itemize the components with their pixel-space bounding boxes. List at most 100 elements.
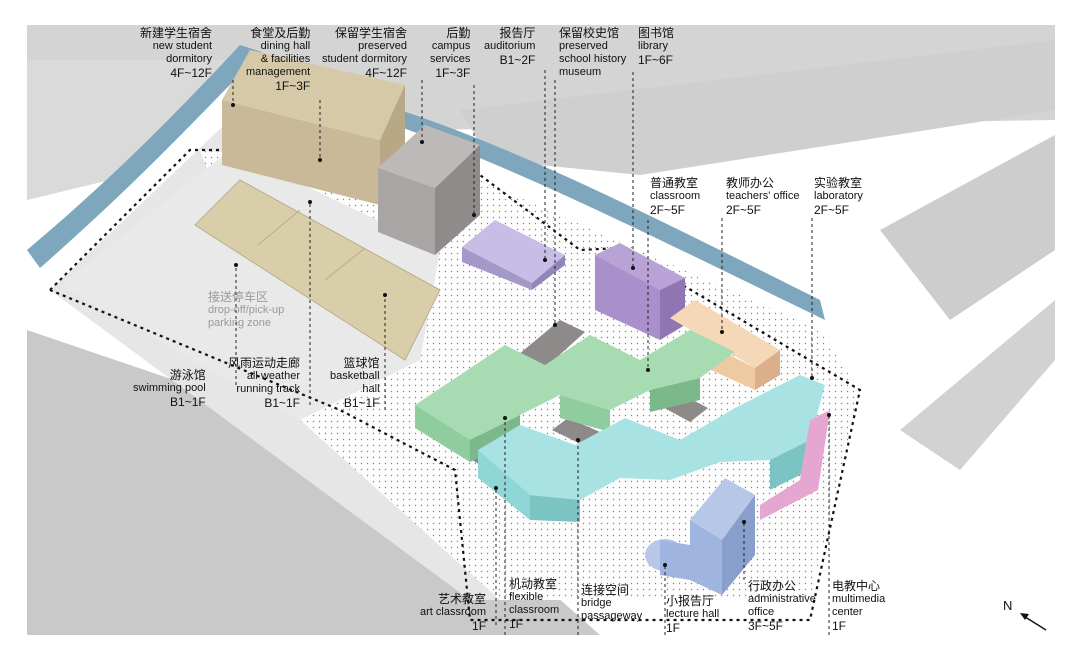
label-classroom: 普通教室 classroom 2F~5F (650, 176, 700, 217)
label-en: all weather (246, 370, 301, 382)
label-en: art classroom (420, 606, 487, 618)
label-campus-services: 后勤 campus services 1F~3F (430, 26, 470, 80)
label-en: auditorium (484, 40, 536, 52)
label-auditorium: 报告厅 auditorium B1~2F (484, 26, 535, 67)
preserved-dormitory-block (378, 125, 480, 255)
north-arrowhead-icon (1020, 613, 1029, 620)
label-multimedia: 电教中心 multimedia center 1F (832, 579, 885, 633)
library-block (595, 243, 685, 340)
label-cn: 游泳馆 (169, 368, 206, 382)
label-cn: 报告厅 (499, 26, 536, 40)
label-basketball: 篮球馆 basketball hall B1~1F (330, 356, 380, 410)
label-library: 图书馆 library 1F~6F (638, 26, 674, 67)
multimedia-block (760, 410, 830, 520)
label-running-track: 风雨运动走廊 all weather running track B1~1F (228, 356, 300, 410)
label-en: new student (152, 40, 213, 52)
admin-block (690, 478, 755, 595)
label-floors: B1~1F (264, 396, 301, 410)
sports-halls-block (194, 179, 441, 361)
laboratory-cyan-block (478, 375, 825, 522)
label-en: bridge (581, 597, 612, 609)
label-bridge: 连接空间 bridge passageway (581, 583, 642, 623)
label-floors: B1~1F (343, 396, 380, 410)
label-cn: 普通教室 (650, 176, 699, 190)
label-en: basketball (330, 370, 380, 382)
label-cn: 艺术教室 (438, 592, 487, 606)
label-en: multimedia (832, 593, 886, 605)
lecture-hall-block (645, 539, 690, 580)
label-en: office (748, 606, 775, 618)
label-cn: 小报告厅 (666, 594, 715, 608)
auditorium-block (462, 220, 565, 290)
label-en: administrative (748, 593, 816, 605)
label-en: laboratory (814, 190, 863, 202)
river-east (395, 110, 825, 320)
label-en: center (832, 606, 863, 618)
label-cn: 保留校史馆 (559, 26, 620, 40)
label-en: student dormitory (322, 53, 407, 65)
label-floors: 2F~5F (726, 203, 762, 217)
label-en: preserved (358, 40, 407, 52)
label-cn: 实验教室 (814, 176, 863, 190)
label-en: management (246, 66, 311, 78)
label-floors: 1F (509, 617, 524, 631)
label-cn: 食堂及后勤 (250, 26, 311, 40)
label-preserved-dormitory: 保留学生宿舍 preserved student dormitory 4F~12… (322, 26, 407, 80)
label-new-dormitory: 新建学生宿舍 new student dormitory 4F~12F (140, 26, 212, 80)
label-cn: 后勤 (446, 26, 471, 40)
label-en: drop-off/pick-up (208, 304, 285, 316)
label-en: library (638, 40, 668, 52)
label-floors: 1F~3F (435, 66, 471, 80)
label-cn: 接送停车区 (208, 290, 269, 304)
label-en: running track (236, 383, 301, 395)
label-floors: B1~2F (499, 53, 536, 67)
label-en: services (430, 53, 471, 65)
label-teachers-office: 教师办公 teachers' office 2F~5F (726, 176, 799, 217)
label-en: teachers' office (726, 190, 800, 202)
label-cn: 保留学生宿舍 (334, 26, 407, 40)
label-en: preserved (559, 40, 608, 52)
label-cn: 连接空间 (581, 583, 630, 597)
label-floors: 1F~6F (638, 53, 674, 67)
label-en: classroom (650, 190, 701, 202)
label-flexible-classroom: 机动教室 flexible classroom 1F (509, 577, 559, 631)
label-en: hall (362, 383, 380, 395)
label-cn: 图书馆 (638, 26, 675, 40)
label-lecture-hall: 小报告厅 lecture hall 1F (666, 594, 719, 635)
label-swimming: 游泳馆 swimming pool B1~1F (133, 368, 206, 409)
label-floors: 4F~12F (365, 66, 407, 80)
label-history-museum: 保留校史馆 preserved school history museum (559, 26, 626, 79)
river (27, 45, 262, 268)
label-floors: 1F (472, 619, 487, 633)
label-en: & facilities (260, 53, 311, 65)
label-en: flexible (509, 591, 544, 603)
label-en: museum (559, 66, 602, 78)
leader-dots (231, 103, 831, 567)
label-en: lecture hall (666, 608, 720, 620)
label-en: swimming pool (133, 382, 206, 394)
label-en: campus (431, 40, 471, 52)
label-cn: 电教中心 (832, 579, 881, 593)
label-cn: 教师办公 (726, 176, 775, 190)
label-laboratory: 实验教室 laboratory 2F~5F (814, 176, 863, 217)
label-art-classroom: 艺术教室 art classroom 1F (420, 592, 486, 633)
label-cn: 篮球馆 (343, 356, 380, 370)
label-en: passageway (581, 610, 643, 622)
label-dropoff: 接送停车区 drop-off/pick-up parking zone (208, 290, 284, 330)
label-floors: 1F (666, 621, 681, 635)
label-cn: 新建学生宿舍 (140, 26, 213, 40)
label-en: dormitory (166, 53, 213, 65)
north-label: N (1003, 598, 1013, 613)
label-en: dining hall (260, 40, 311, 52)
site-plaza-light (60, 150, 440, 420)
label-floors: B1~1F (170, 395, 206, 409)
label-cn: 风雨运动走廊 (228, 356, 301, 370)
label-en: parking zone (208, 317, 271, 329)
label-cn: 机动教室 (509, 577, 558, 591)
label-en: school history (559, 53, 627, 65)
label-floors: 3F~5F (748, 619, 784, 633)
label-floors: 1F (832, 619, 847, 633)
label-en: classroom (509, 604, 560, 616)
